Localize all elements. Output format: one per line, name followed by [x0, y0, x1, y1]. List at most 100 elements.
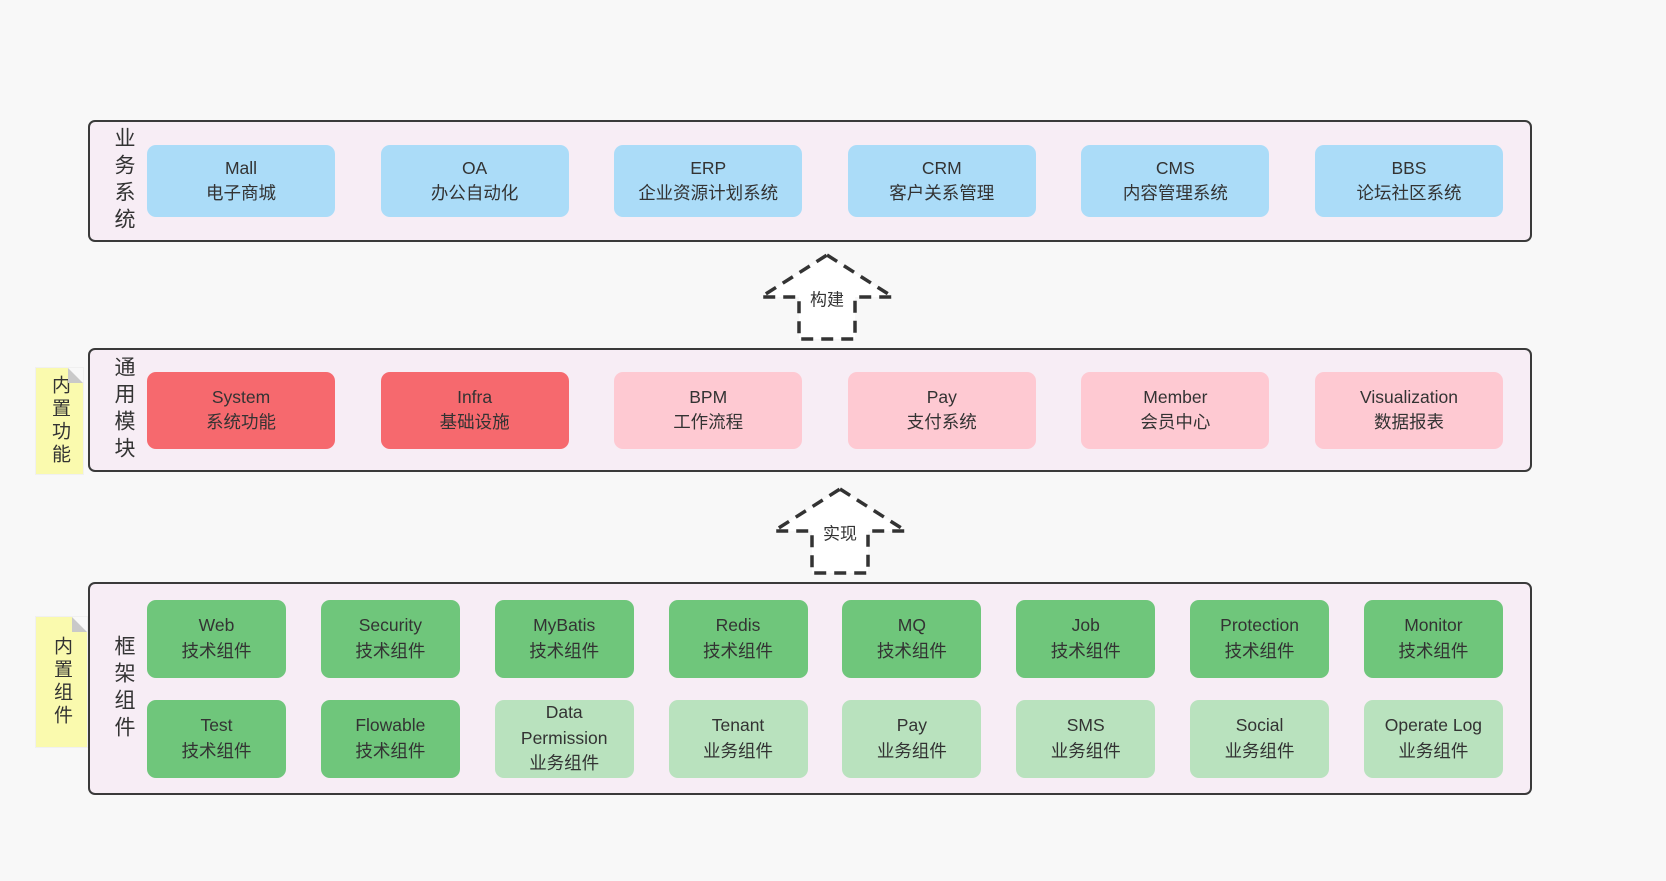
box-title: Web	[198, 615, 235, 636]
build-arrow-label: 构建	[807, 283, 847, 313]
box-title: Test	[200, 715, 233, 736]
box-subtitle: 技术组件	[181, 640, 252, 661]
box-system: System 系统功能	[147, 371, 335, 449]
sticky-built-in-components-label: 内置组件	[51, 636, 72, 728]
box-subtitle: 技术组件	[355, 640, 426, 661]
box-title: CMS	[1155, 157, 1195, 178]
box-subtitle: 业务组件	[1050, 740, 1121, 761]
business-systems-boxes: Mall 电子商城 OA 办公自动化 ERP 企业资源计划系统 CRM 客户关系…	[136, 122, 1530, 240]
sticky-built-in-features: 内置功能	[36, 368, 83, 474]
box-erp: ERP 企业资源计划系统	[614, 145, 803, 217]
box-title: Visualization	[1360, 386, 1458, 407]
box-subtitle: 业务组件	[703, 740, 774, 761]
box-title: Operate Log	[1384, 715, 1483, 736]
box-pay-component: Pay 业务组件	[842, 699, 982, 778]
box-web: Web 技术组件	[147, 599, 286, 678]
box-subtitle: 技术组件	[529, 640, 600, 661]
band-common-modules-label: 通用模块	[112, 356, 135, 464]
box-title: Redis	[715, 615, 761, 636]
fold-corner-icon	[72, 617, 87, 632]
box-subtitle: 客户关系管理	[889, 183, 995, 203]
box-title: Infra	[457, 386, 493, 407]
box-title: Mall	[224, 157, 258, 178]
box-title: MyBatis	[533, 615, 596, 636]
box-subtitle: 技术组件	[1398, 640, 1469, 661]
box-subtitle: 支付系统	[906, 412, 977, 432]
box-mall: Mall 电子商城	[147, 145, 335, 217]
box-subtitle: 业务组件	[529, 753, 600, 774]
box-title: System	[211, 386, 271, 407]
band-framework-components: 框架组件 Web 技术组件 Security 技术组件 MyBatis 技术组件…	[88, 582, 1532, 795]
sticky-built-in-features-label: 内置功能	[49, 375, 70, 467]
box-subtitle: 业务组件	[876, 740, 947, 761]
box-title: OA	[461, 157, 488, 178]
box-job: Job 技术组件	[1016, 599, 1156, 678]
box-title: Flowable	[355, 715, 426, 736]
box-title: Monitor	[1404, 615, 1463, 636]
box-crm: CRM 客户关系管理	[847, 145, 1036, 217]
box-subtitle: 技术组件	[703, 640, 774, 661]
box-social: Social 业务组件	[1190, 699, 1330, 778]
band-business-systems-label: 业务系统	[112, 127, 135, 235]
band-common-modules: 通用模块 System 系统功能 Infra 基础设施 BPM 工作流程 Pay…	[88, 348, 1532, 472]
box-subtitle: 工作流程	[673, 412, 744, 432]
box-subtitle: 业务组件	[1224, 740, 1295, 761]
box-title: ERP	[690, 157, 727, 178]
box-title: Data Permission	[520, 702, 608, 748]
framework-row-technical: Web 技术组件 Security 技术组件 MyBatis 技术组件 Redi…	[147, 599, 1503, 678]
box-pay-module: Pay 支付系统	[847, 371, 1036, 449]
build-arrow: 构建	[754, 252, 900, 342]
box-title: Security	[358, 615, 422, 636]
box-operate-log: Operate Log 业务组件	[1363, 699, 1503, 778]
framework-row-business: Test 技术组件 Flowable 技术组件 Data Permission …	[147, 699, 1503, 778]
box-title: BPM	[689, 386, 728, 407]
band-framework-components-label: 框架组件	[112, 634, 135, 743]
box-monitor: Monitor 技术组件	[1363, 599, 1503, 678]
box-protection: Protection 技术组件	[1190, 599, 1330, 678]
box-title: BBS	[1391, 157, 1427, 178]
box-title: Social	[1235, 715, 1284, 736]
box-cms: CMS 内容管理系统	[1081, 145, 1270, 217]
box-title: MQ	[897, 615, 926, 636]
box-subtitle: 技术组件	[181, 740, 252, 761]
box-sms: SMS 业务组件	[1016, 699, 1156, 778]
box-title: SMS	[1066, 715, 1105, 736]
box-subtitle: 办公自动化	[430, 183, 519, 203]
box-bpm: BPM 工作流程	[614, 371, 803, 449]
box-subtitle: 业务组件	[1398, 740, 1469, 761]
box-redis: Redis 技术组件	[668, 599, 808, 678]
box-subtitle: 内容管理系统	[1122, 183, 1228, 203]
box-title: Pay	[926, 386, 957, 407]
box-title: Job	[1071, 615, 1100, 636]
box-data-permission: Data Permission 业务组件	[494, 699, 634, 778]
sticky-built-in-components: 内置组件	[36, 617, 87, 747]
fold-corner-icon	[68, 368, 83, 383]
framework-components-rows: Web 技术组件 Security 技术组件 MyBatis 技术组件 Redi…	[136, 584, 1530, 793]
box-title: Pay	[896, 715, 927, 736]
box-subtitle: 会员中心	[1140, 412, 1211, 432]
box-subtitle: 数据报表	[1373, 412, 1444, 432]
implement-arrow: 实现	[767, 486, 913, 576]
box-bbs: BBS 论坛社区系统	[1314, 145, 1503, 217]
box-title: CRM	[921, 157, 962, 178]
box-subtitle: 电子商城	[206, 183, 276, 203]
implement-arrow-label: 实现	[820, 517, 860, 547]
band-business-systems: 业务系统 Mall 电子商城 OA 办公自动化 ERP 企业资源计划系统 CRM…	[88, 120, 1532, 242]
box-title: Protection	[1220, 615, 1299, 636]
box-subtitle: 系统功能	[206, 412, 276, 432]
box-subtitle: 论坛社区系统	[1356, 183, 1462, 203]
box-mq: MQ 技术组件	[842, 599, 982, 678]
box-subtitle: 技术组件	[876, 640, 947, 661]
box-test: Test 技术组件	[147, 699, 286, 778]
box-member: Member 会员中心	[1081, 371, 1270, 449]
box-title: Tenant	[711, 715, 765, 736]
box-flowable: Flowable 技术组件	[320, 699, 460, 778]
box-oa: OA 办公自动化	[380, 145, 569, 217]
box-subtitle: 技术组件	[1050, 640, 1121, 661]
box-title: Member	[1143, 386, 1208, 407]
box-visualization: Visualization 数据报表	[1314, 371, 1503, 449]
box-infra: Infra 基础设施	[380, 371, 569, 449]
box-security: Security 技术组件	[320, 599, 460, 678]
box-tenant: Tenant 业务组件	[668, 699, 808, 778]
